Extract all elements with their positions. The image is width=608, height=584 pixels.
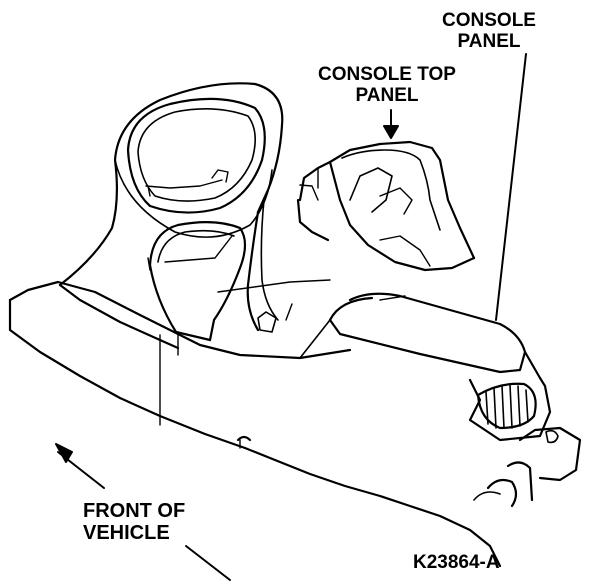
console-tower xyxy=(58,82,284,356)
leader-lines xyxy=(55,53,527,581)
figure-code-label: K23864-A xyxy=(413,552,500,573)
front-arrowhead xyxy=(55,443,73,463)
console-top-panel xyxy=(296,140,476,272)
console-panel-label-line2: PANEL xyxy=(457,31,521,52)
front-of-vehicle-label-line2: VEHICLE xyxy=(83,522,170,544)
console-panel-label-line1: CONSOLE xyxy=(442,10,536,31)
console-top-panel-label: CONSOLE TOP PANEL xyxy=(298,64,476,106)
console-top-panel-arrowhead xyxy=(383,125,399,139)
console-panel-label: CONSOLE PANEL xyxy=(430,10,548,52)
front-arrow-shaft-lower xyxy=(185,545,231,581)
console-panel-leader xyxy=(495,53,527,321)
front-of-vehicle-label-line1: FRONT OF xyxy=(83,500,186,522)
armrest-console-panel xyxy=(299,292,582,508)
front-of-vehicle-label: FRONT OF VEHICLE xyxy=(83,500,185,544)
console-top-panel-label-line2: PANEL xyxy=(355,85,419,106)
console-tunnel xyxy=(217,199,331,333)
console-top-panel-label-line1: CONSOLE TOP xyxy=(318,64,456,85)
floor-panel xyxy=(8,280,502,568)
